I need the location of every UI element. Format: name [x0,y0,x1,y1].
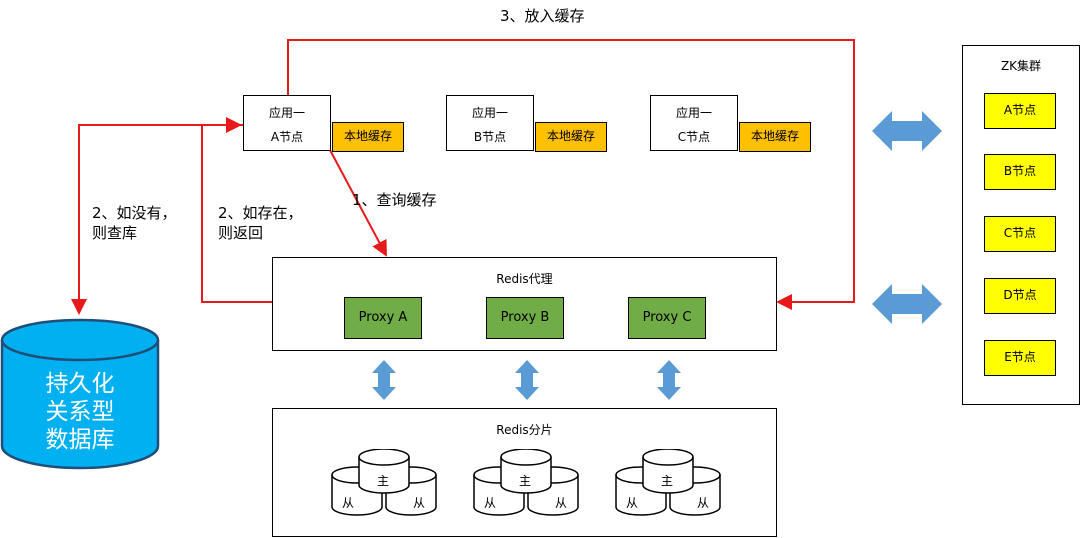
shard-group-3: 主 从 从 [614,449,724,517]
zk-node-d: D节点 [984,278,1056,314]
slave-label: 从 [555,496,568,510]
proxy-c: Proxy C [628,297,706,339]
exist-label-line2: 则返回 [218,224,264,242]
return-arrow [201,117,272,303]
local-cache-c: 本地缓存 [739,122,811,152]
put-cache-label: 3、放入缓存 [500,7,585,25]
database-label-line1: 持久化 [45,371,115,397]
proxy-a: Proxy A [344,297,422,339]
app-node-b: 应用一 B节点 [446,95,534,151]
app-node-name: 应用一 [471,106,508,120]
redis-proxy-title: Redis代理 [496,272,553,286]
shard-group-2: 主 从 从 [472,449,582,517]
proxy-b: Proxy B [486,297,564,339]
app-node-name: 应用一 [268,106,305,120]
app-node-a: 应用一 A节点 [243,95,331,151]
slave-label: 从 [484,496,497,510]
database-label: 持久化 关系型 数据库 [20,370,140,454]
shard-arrow-a [372,360,396,400]
slave-label: 从 [413,496,426,510]
slave-label: 从 [626,496,639,510]
app-node-label: B节点 [473,130,507,144]
app-node-label: C节点 [677,130,711,144]
shard-arrow-b [515,360,539,400]
zk-node-b: B节点 [984,154,1056,190]
exist-label-line1: 2、如存在， [218,204,303,222]
app-node-c: 应用一 C节点 [650,95,738,151]
database-label-line3: 数据库 [45,427,115,453]
query-db-arrow [71,124,243,315]
slave-label: 从 [697,496,710,510]
master-label: 主 [661,474,674,488]
app-node-name: 应用一 [675,106,712,120]
database-label-line2: 关系型 [45,399,115,425]
slave-label: 从 [342,496,355,510]
zk-node-c: C节点 [984,216,1056,252]
app-node-label: A节点 [270,130,304,144]
master-label: 主 [377,474,390,488]
shard-group-1: 主 从 从 [330,449,440,517]
zk-node-e: E节点 [984,340,1056,376]
local-cache-b: 本地缓存 [535,122,607,152]
redis-shard-title: Redis分片 [496,423,553,437]
not-exist-label-line2: 则查库 [92,224,138,242]
not-exist-label-line1: 2、如没有， [92,204,177,222]
zk-sync-arrow-bottom [872,284,942,324]
shard-arrow-c [657,360,681,400]
put-cache-arrow [287,39,855,310]
query-cache-arrow [329,149,387,257]
zk-node-a: A节点 [984,93,1056,129]
zk-sync-arrow-top [872,111,942,151]
local-cache-a: 本地缓存 [332,122,404,152]
query-cache-label: 1、查询缓存 [352,191,437,209]
master-label: 主 [519,474,532,488]
redis-proxy-box: Redis代理 Proxy A Proxy B Proxy C [272,257,777,351]
zk-cluster-title: ZK集群 [1000,59,1042,73]
database-cylinder [0,318,160,470]
